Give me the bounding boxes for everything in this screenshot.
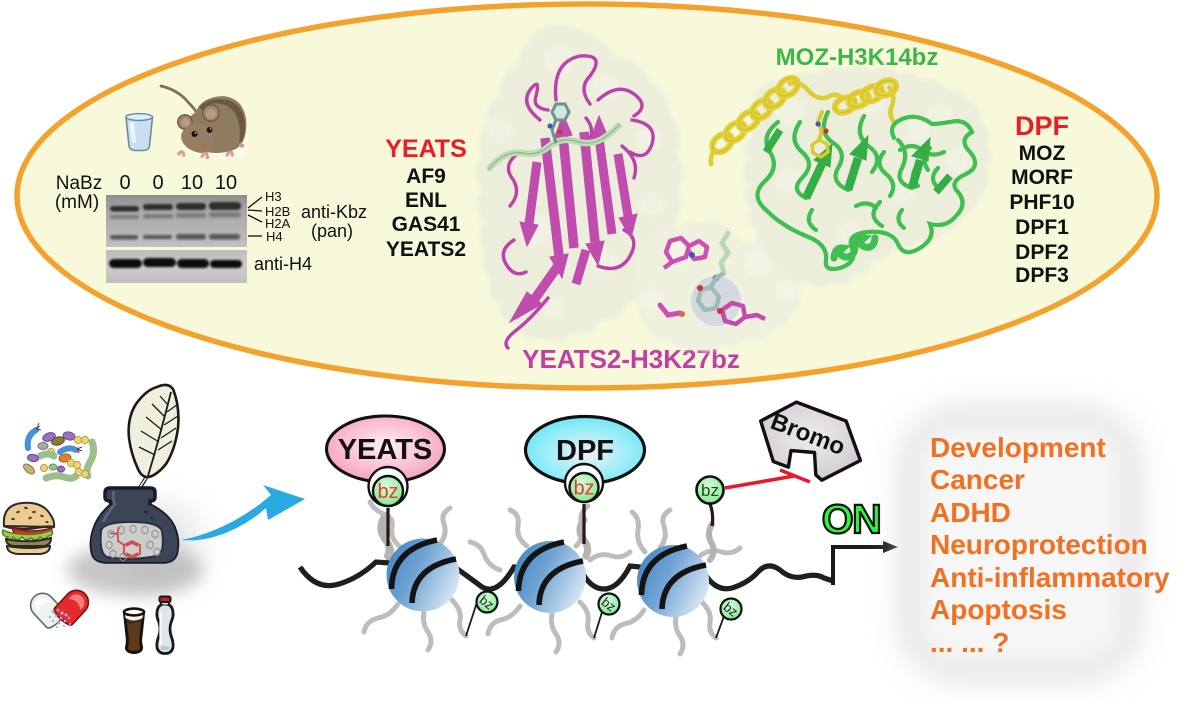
svg-text:0: 0	[119, 172, 130, 194]
svg-text:MORF: MORF	[1011, 166, 1073, 189]
svg-text:(pan): (pan)	[311, 221, 353, 241]
svg-text:H3: H3	[265, 189, 282, 204]
svg-text:Neuroprotection: Neuroprotection	[930, 529, 1148, 560]
svg-text:AF9: AF9	[406, 165, 446, 188]
svg-text:DPF3: DPF3	[1015, 264, 1069, 287]
svg-text:H2B: H2B	[265, 204, 290, 219]
svg-text:bz: bz	[573, 478, 594, 500]
svg-text:Apoptosis: Apoptosis	[930, 594, 1067, 625]
svg-text:DPF: DPF	[1015, 111, 1069, 141]
svg-text:GAS41: GAS41	[392, 213, 461, 236]
svg-text:YEATS: YEATS	[338, 434, 433, 466]
svg-text:Development: Development	[930, 432, 1106, 463]
svg-text:MOZ: MOZ	[1019, 142, 1066, 165]
svg-text:Cancer: Cancer	[930, 464, 1025, 495]
svg-text:DPF1: DPF1	[1015, 216, 1069, 239]
svg-text:ADHD: ADHD	[930, 497, 1011, 528]
svg-text:NaBz: NaBz	[56, 173, 102, 194]
svg-text:0: 0	[152, 172, 163, 194]
svg-text:anti-Kbz: anti-Kbz	[301, 202, 367, 222]
svg-text:PHF10: PHF10	[1009, 191, 1074, 214]
svg-text:(mM): (mM)	[55, 192, 99, 213]
svg-text:bz: bz	[701, 481, 719, 500]
svg-text:DPF2: DPF2	[1015, 241, 1069, 264]
svg-text:YEATS2: YEATS2	[386, 238, 466, 261]
svg-text:bz: bz	[377, 481, 398, 503]
svg-text:H4: H4	[266, 229, 283, 244]
svg-text:H2A: H2A	[265, 216, 291, 231]
svg-text:ENL: ENL	[405, 189, 447, 212]
svg-text:YEATS: YEATS	[385, 135, 467, 163]
svg-text:10: 10	[215, 172, 237, 194]
svg-text:ON: ON	[822, 496, 881, 542]
svg-text:Anti-inflammatory: Anti-inflammatory	[930, 562, 1170, 593]
svg-text:anti-H4: anti-H4	[254, 254, 312, 274]
svg-text:10: 10	[181, 172, 203, 194]
svg-text:DPF: DPF	[556, 435, 614, 467]
svg-text:... ... ?: ... ... ?	[930, 627, 1009, 658]
